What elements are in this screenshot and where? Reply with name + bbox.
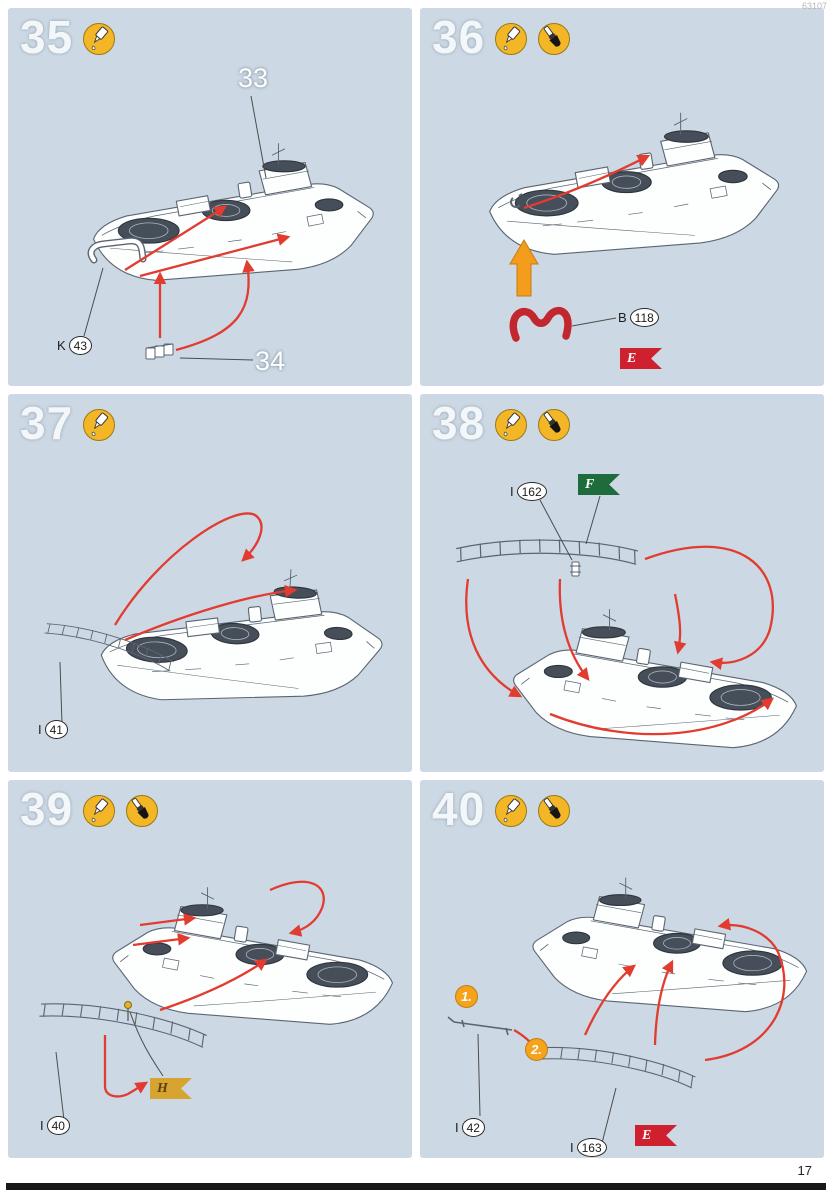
part-label: B 118	[618, 308, 659, 327]
panel-header: 39	[20, 786, 159, 832]
step-number: 36	[432, 11, 486, 63]
assembly-arrows	[114, 512, 298, 642]
railing-part	[455, 535, 639, 572]
step-panel-40: 40 1. 2. I 42 I	[420, 780, 824, 1158]
kit-code: 63107	[801, 1, 827, 11]
part-letter: B	[618, 310, 627, 325]
assembly-illustration	[42, 512, 387, 725]
part-label: I 162	[510, 482, 547, 501]
part-number-bubble: 163	[576, 1138, 607, 1157]
part-letter: I	[510, 484, 514, 499]
panel-header: 38	[432, 400, 571, 446]
bracket-part	[570, 561, 581, 577]
assembly-arrows	[103, 880, 325, 1098]
part-label: I 42	[455, 1118, 485, 1137]
part-number-bubble: 118	[629, 308, 659, 327]
ship-drawing	[532, 877, 808, 1013]
part-number-bubble: 41	[44, 720, 68, 739]
assembly-illustration	[455, 495, 797, 749]
substep-badge: 1.	[455, 985, 478, 1008]
glue-icon	[83, 795, 116, 827]
color-flag: E	[620, 348, 662, 369]
assembly-arrows	[523, 154, 651, 210]
part-number-bubble: 43	[68, 336, 93, 355]
manifold-part	[145, 343, 174, 360]
part-number-bubble: 42	[461, 1118, 485, 1137]
part-callout: 34	[255, 346, 286, 376]
glue-icon	[495, 23, 528, 55]
color-flag: E	[635, 1125, 677, 1146]
rod-part	[447, 1016, 513, 1036]
part-letter: I	[455, 1120, 459, 1135]
part-letter: I	[40, 1118, 44, 1133]
part-number-bubble: 40	[46, 1116, 70, 1135]
assembly-arrows	[465, 545, 775, 736]
clip-part	[510, 193, 523, 208]
flag-letter: E	[642, 1127, 652, 1143]
part-number-bubble: 162	[516, 482, 547, 501]
panel-header: 35	[20, 14, 116, 60]
part-label: I 40	[40, 1116, 70, 1135]
part-letter: I	[570, 1140, 574, 1155]
part-letter: I	[38, 722, 42, 737]
part-callout: 33	[238, 63, 269, 93]
glue-icon	[83, 409, 116, 441]
ship-drawing	[98, 559, 387, 712]
panel-header: 37	[20, 400, 116, 446]
step-panel-36: 36 B 118 E	[420, 8, 824, 386]
step-panel-35: 35 33 34 K	[8, 8, 412, 386]
flag-letter: E	[627, 350, 637, 366]
part-label: K 43	[57, 336, 93, 355]
paint-icon	[126, 795, 159, 827]
step-number: 35	[20, 11, 74, 63]
part-label: I 41	[38, 720, 68, 739]
glue-icon	[83, 23, 116, 55]
color-flag: H	[150, 1078, 192, 1099]
glue-icon	[495, 795, 528, 827]
paint-icon	[538, 795, 571, 827]
step-number: 39	[20, 783, 74, 835]
assembly-illustration	[489, 112, 780, 342]
part-letter: K	[57, 338, 66, 353]
color-flag: F	[578, 474, 620, 495]
assembly-arrows	[124, 205, 291, 352]
step-number: 40	[432, 783, 486, 835]
step-number: 37	[20, 397, 74, 449]
ship-drawing	[92, 142, 374, 281]
page-number: 17	[797, 1163, 812, 1178]
orange-up-arrow	[509, 239, 539, 297]
flag-letter: F	[585, 476, 595, 492]
step-panel-38: 38 I 162 F	[420, 394, 824, 772]
red-hose-part	[509, 306, 572, 342]
assembly-illustration	[37, 880, 394, 1121]
assembly-illustration	[447, 877, 808, 1144]
part-label: I 163	[570, 1138, 607, 1157]
flag-letter: H	[157, 1080, 168, 1096]
panel-header: 40	[432, 786, 571, 832]
footer-bar	[6, 1183, 826, 1190]
railing-part	[538, 1041, 698, 1089]
substep-badge: 2.	[525, 1038, 548, 1061]
step-panel-37: 37 I 41	[8, 394, 412, 772]
stanchion-part	[124, 1001, 132, 1021]
paint-icon	[538, 409, 571, 441]
ship-drawing	[112, 886, 394, 1025]
panel-header: 36	[432, 14, 571, 60]
paint-icon	[538, 23, 571, 55]
step-panel-39: 39 I 40 H	[8, 780, 412, 1158]
ship-drawing	[489, 112, 780, 255]
assembly-illustration	[83, 95, 374, 361]
step-number: 38	[432, 397, 486, 449]
glue-icon	[495, 409, 528, 441]
ship-drawing	[513, 608, 797, 749]
